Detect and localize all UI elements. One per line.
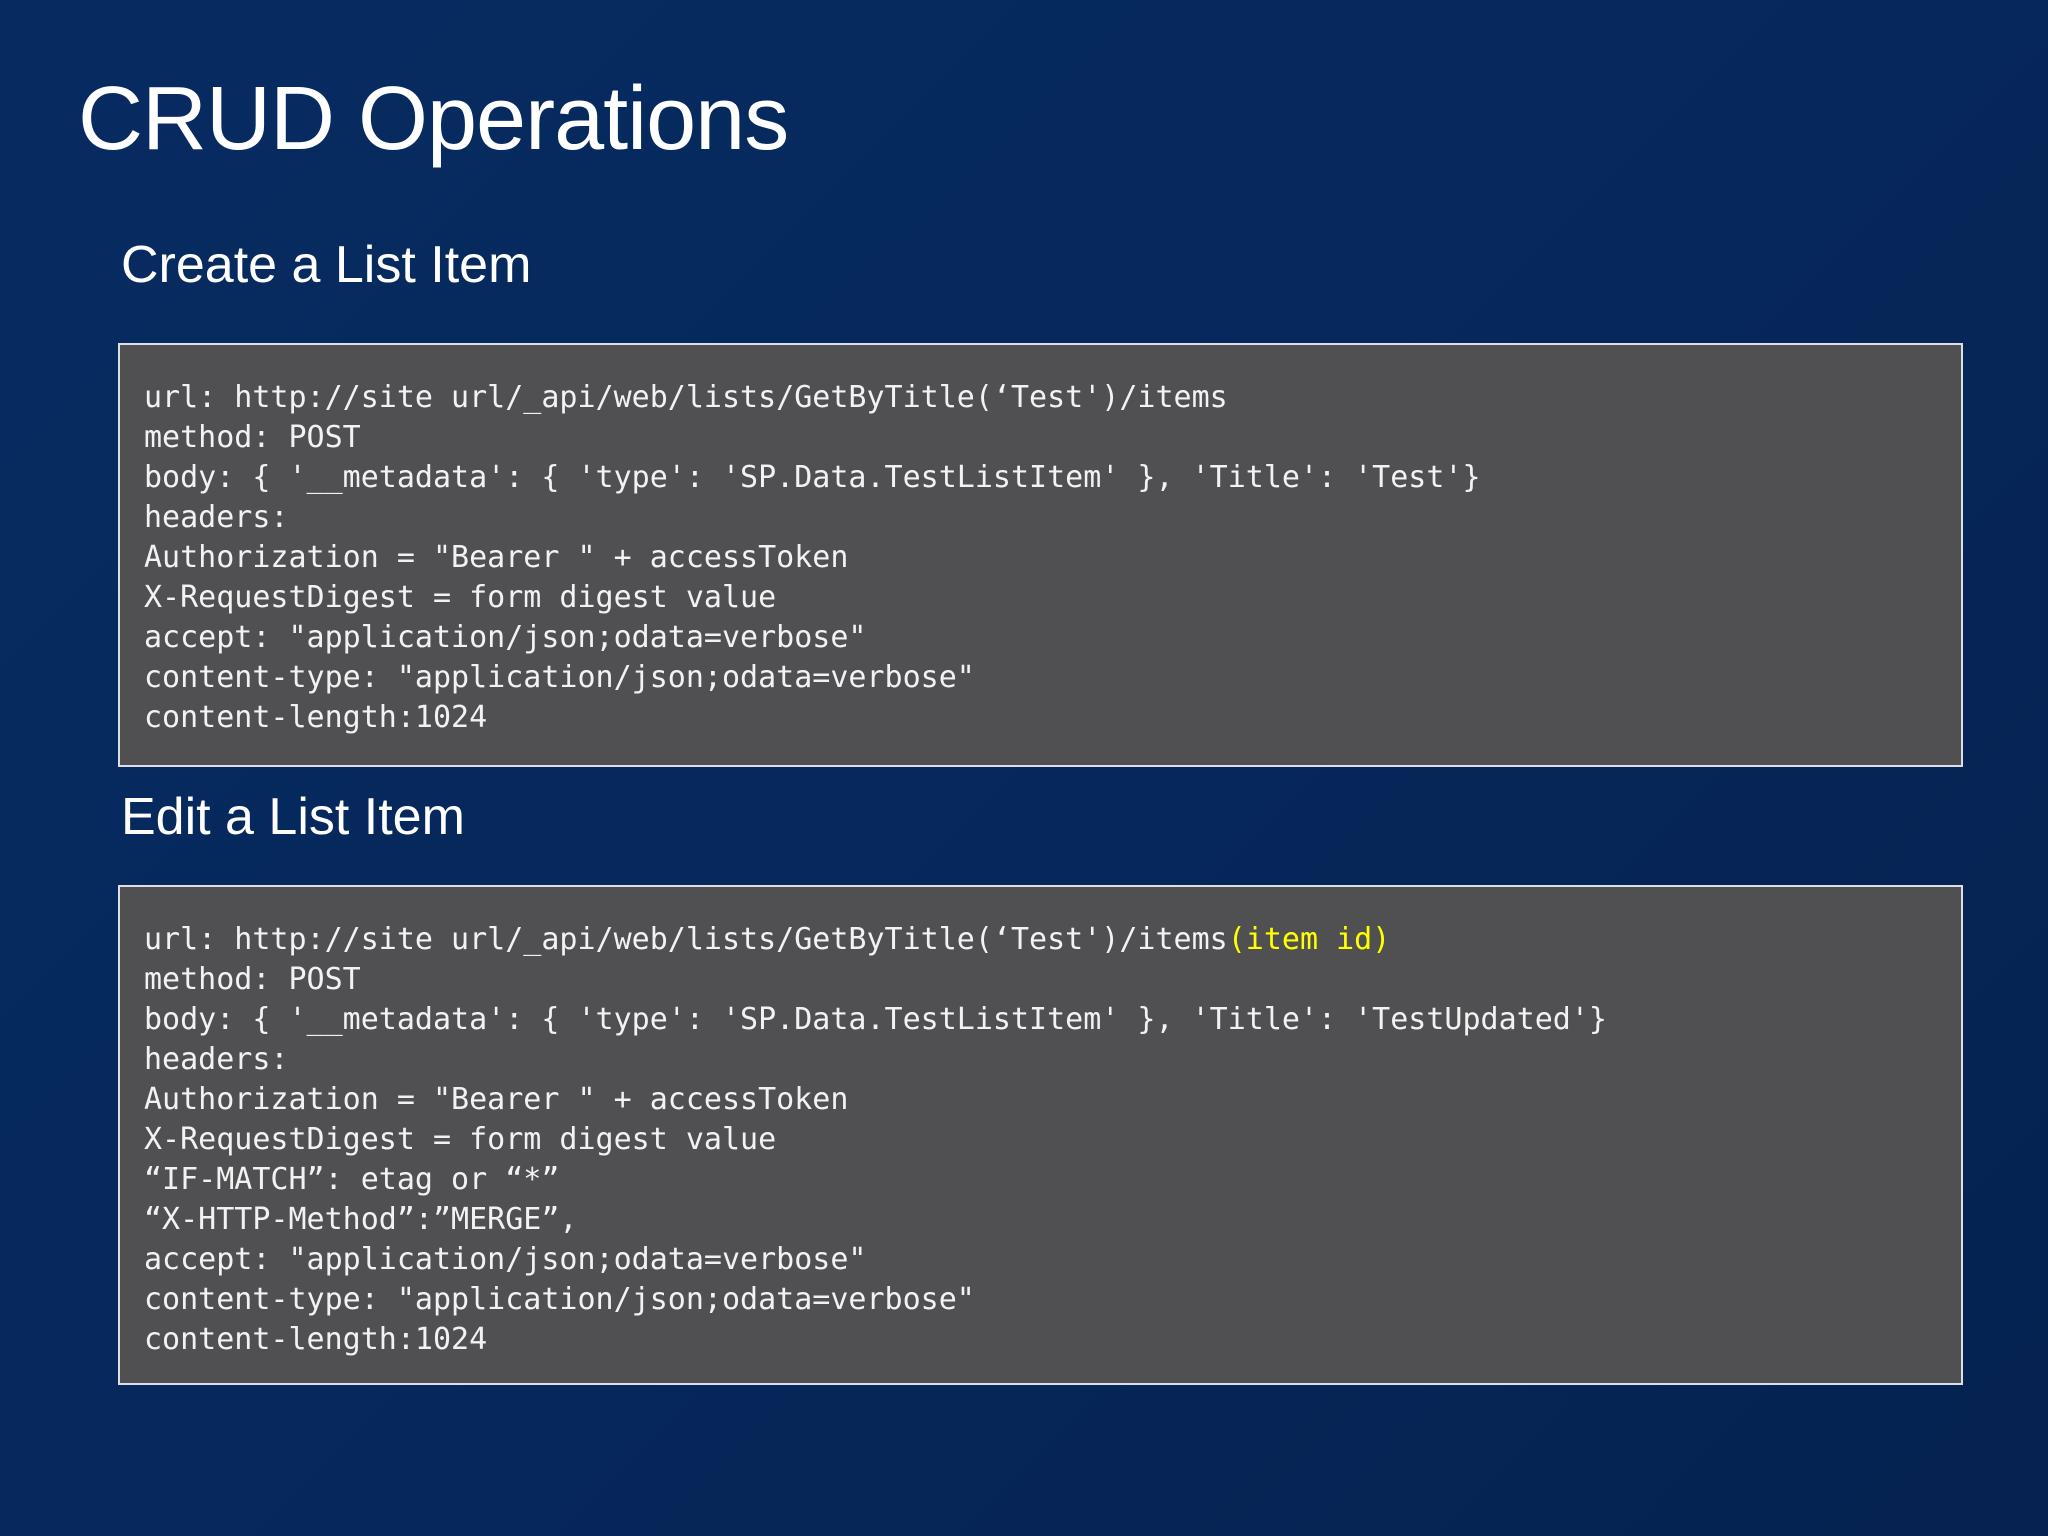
- code-line: content-length:1024: [144, 700, 488, 735]
- item-id-highlight: (item id): [1227, 922, 1391, 957]
- code-line: headers:: [144, 1042, 289, 1077]
- code-line: accept: "application/json;odata=verbose": [144, 620, 867, 655]
- code-line: content-type: "application/json;odata=ve…: [144, 1282, 975, 1317]
- code-line: X-RequestDigest = form digest value: [144, 1122, 777, 1157]
- slide-title: CRUD Operations: [78, 69, 789, 169]
- code-line: X-RequestDigest = form digest value: [144, 580, 777, 615]
- section-heading-edit: Edit a List Item: [121, 788, 465, 846]
- code-line: method: POST: [144, 962, 361, 997]
- code-line: content-type: "application/json;odata=ve…: [144, 660, 975, 695]
- code-line: method: POST: [144, 420, 361, 455]
- code-line: “IF-MATCH”: etag or “*”: [144, 1162, 560, 1197]
- code-line: url: http://site url/_api/web/lists/GetB…: [144, 380, 1228, 415]
- edit-code-box: url: http://site url/_api/web/lists/GetB…: [118, 885, 1963, 1385]
- create-code-box: url: http://site url/_api/web/lists/GetB…: [118, 343, 1963, 767]
- code-line: url: http://site url/_api/web/lists/GetB…: [144, 920, 1937, 960]
- code-line: Authorization = "Bearer " + accessToken: [144, 540, 849, 575]
- code-line: body: { '__metadata': { 'type': 'SP.Data…: [144, 1002, 1607, 1037]
- url-text: url: http://site url/_api/web/lists/GetB…: [144, 922, 1228, 957]
- code-line: “X-HTTP-Method”:”MERGE”,: [144, 1202, 578, 1237]
- code-line: Authorization = "Bearer " + accessToken: [144, 1082, 849, 1117]
- code-line: body: { '__metadata': { 'type': 'SP.Data…: [144, 460, 1481, 495]
- code-line: accept: "application/json;odata=verbose": [144, 1242, 867, 1277]
- code-line: headers:: [144, 500, 289, 535]
- section-heading-create: Create a List Item: [121, 236, 532, 294]
- code-line: content-length:1024: [144, 1322, 488, 1357]
